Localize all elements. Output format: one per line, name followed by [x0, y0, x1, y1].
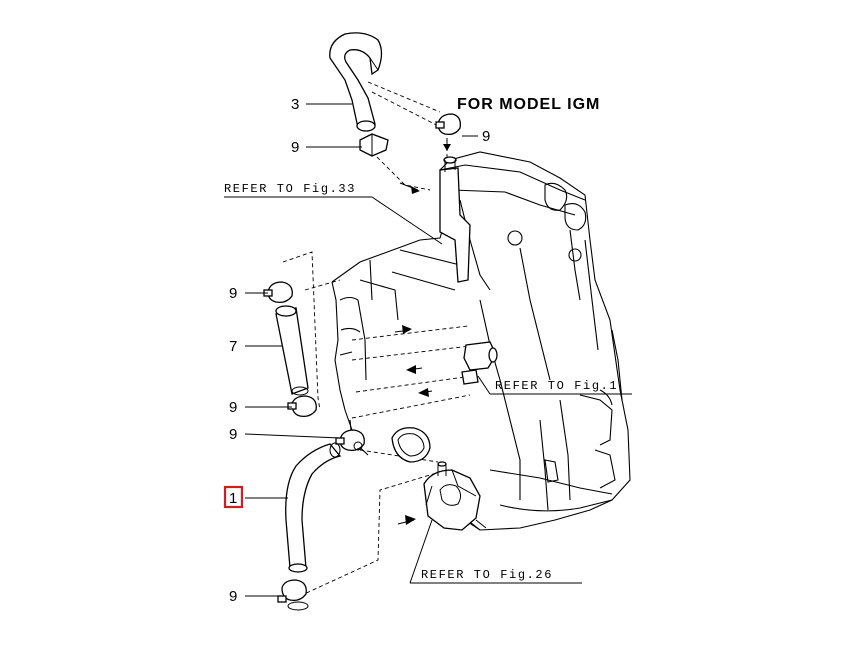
flow-arrow-upper — [402, 325, 412, 334]
callout-part-9-upper[interactable]: 9 — [229, 285, 237, 302]
thermostat-housing[interactable] — [423, 461, 487, 531]
flow-guides — [282, 81, 473, 597]
callout-part-9-bottom[interactable]: 9 — [229, 588, 237, 605]
callout-part-3[interactable]: 3 — [291, 96, 299, 113]
part-3-upper-hose[interactable] — [329, 32, 383, 132]
clamp-9-bottom[interactable] — [277, 579, 309, 611]
reference-fig-33: REFER TO Fig.33 — [224, 182, 356, 196]
flow-arrow-lower — [418, 388, 429, 397]
part-1-lower-hose[interactable] — [285, 442, 342, 573]
clamp-9-top-right[interactable] — [435, 113, 461, 151]
clamp-9-lower[interactable] — [335, 429, 365, 452]
reference-fig-26: REFER TO Fig.26 — [421, 568, 553, 582]
callout-part-9-top-right[interactable]: 9 — [482, 128, 490, 145]
flow-arrow-middle — [406, 365, 416, 374]
callout-part-1[interactable]: 1 — [229, 490, 237, 507]
callout-part-9-lower[interactable]: 9 — [229, 426, 237, 443]
gasket-ring[interactable] — [391, 427, 431, 463]
part-1-highlight-box — [223, 485, 244, 509]
clamp-9-mid[interactable] — [287, 395, 317, 418]
callout-part-7[interactable]: 7 — [229, 338, 237, 355]
reference-fig-1: REFER TO Fig.1 — [495, 379, 618, 393]
diagram-title: FOR MODEL IGM — [457, 96, 600, 113]
engine-block — [331, 151, 631, 531]
coolant-outlet-neck[interactable] — [439, 156, 471, 283]
callout-part-9-top-left[interactable]: 9 — [291, 139, 299, 156]
flow-arrow-head — [411, 186, 420, 194]
clamp-9-upper[interactable] — [263, 281, 293, 304]
callout-part-9-mid[interactable]: 9 — [229, 399, 237, 416]
clamp-9-top-left[interactable] — [359, 133, 389, 157]
tee-fitting[interactable] — [461, 341, 498, 385]
flow-arrow-bottom — [405, 515, 416, 525]
leader-lines — [224, 103, 632, 597]
part-7-short-hose[interactable] — [275, 305, 309, 396]
